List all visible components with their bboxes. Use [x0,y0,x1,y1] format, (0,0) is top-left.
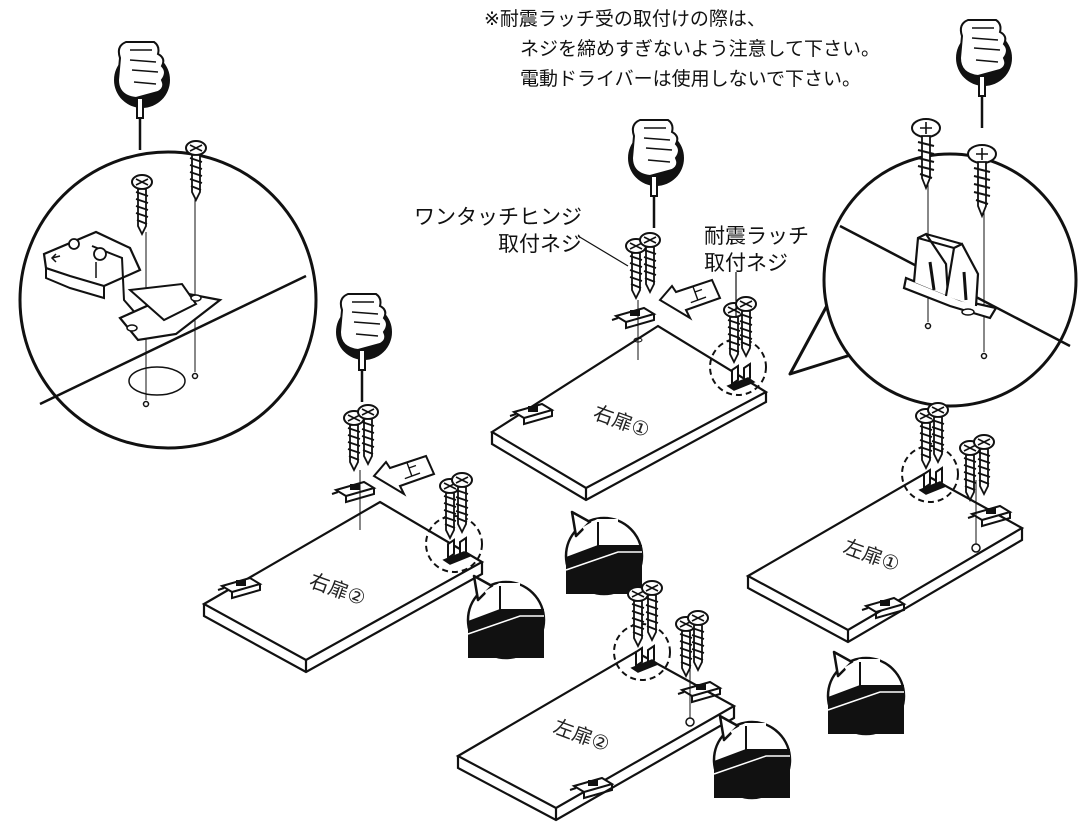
latch-icon [902,232,998,320]
board-left1: 左扉① [745,402,1025,644]
latch-zoom-circle [788,118,1078,408]
caution-note-line2: ネジを締めすぎないよう注意して下さい。 [520,38,881,60]
hinge-icon [42,230,223,342]
up-arrow-icon: 上 [372,454,436,497]
latch-screw-label-line1: 耐震ラッチ [704,224,809,248]
screw-icon [927,402,949,463]
board-right2: 右扉② 上 [201,404,485,674]
hand-screwdriver-icon [112,40,172,152]
edge-callout [714,716,790,798]
screw-icon [723,302,745,363]
screw-icon [639,232,661,293]
screw-icon [451,472,473,533]
hand-screwdriver-icon [954,18,1014,130]
hinge-screw-leader [577,235,629,267]
hand-screwdriver-icon [626,118,686,230]
screw-icon [641,580,663,641]
hinge-zoom-circle [18,140,318,450]
hand-screwdriver-icon [334,292,394,404]
caution-note-line3: 電動ドライバーは使用しないで下さい。 [520,68,862,90]
board-right1: 右扉① 上 [489,232,769,502]
screw-icon [959,440,981,501]
screw-icon [625,238,647,299]
hinge-icon [611,307,655,329]
caution-note-line1: ※耐震ラッチ受の取付けの際は、 [484,8,766,30]
screw-icon [967,144,997,219]
screw-icon [627,586,649,647]
screw-icon [439,478,461,539]
edge-callout [828,652,904,734]
screw-icon [735,296,757,357]
screw-icon [687,610,709,671]
screw-icon [911,118,941,191]
screw-icon [973,434,995,495]
up-arrow-icon: 上 [658,278,722,321]
latch-screw-label-line2: 取付ネジ [704,251,788,275]
screw-icon [675,616,697,677]
screw-icon [915,408,937,469]
hinge-screw-label-line2: 取付ネジ [498,232,582,256]
hinge-screw-label-line1: ワンタッチヒンジ [414,205,582,229]
hinge-icon [331,481,375,503]
board-left2: 左扉② [455,580,737,822]
screw-icon [357,404,379,465]
screw-icon [343,410,365,471]
edge-callout [468,576,544,658]
edge-callout [566,512,642,594]
